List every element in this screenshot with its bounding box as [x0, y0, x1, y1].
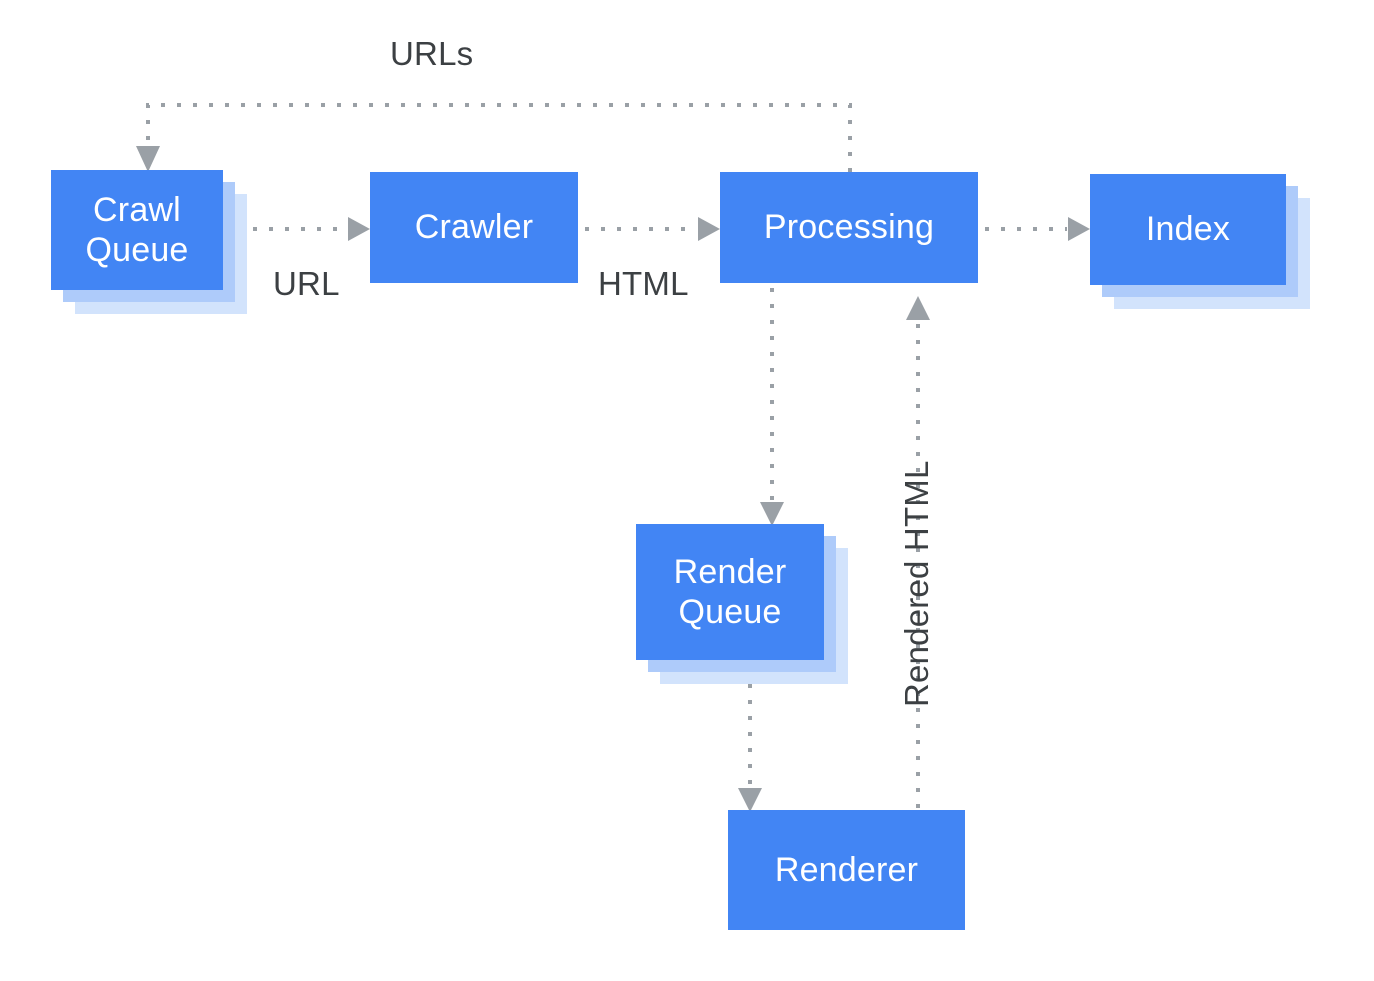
arrowhead-down-renderer — [738, 788, 762, 812]
node-crawl-queue-label: Crawl Queue — [85, 190, 189, 269]
edge-crawl-queue-to-crawler — [253, 217, 370, 241]
node-processing-label: Processing — [763, 208, 935, 247]
edge-label-urls: URLs — [390, 35, 474, 72]
node-crawl-queue[interactable]: Crawl Queue — [51, 170, 223, 290]
node-crawler-label: Crawler — [414, 208, 534, 247]
edge-processing-to-index — [985, 217, 1090, 241]
node-render-queue[interactable]: Render Queue — [636, 524, 824, 660]
arrowhead-up-processing — [906, 296, 930, 320]
node-processing[interactable]: Processing — [720, 172, 978, 283]
edge-render-queue-to-renderer — [738, 668, 762, 812]
arrowhead-right-processing — [698, 217, 720, 241]
arrowhead-down-crawl-queue — [136, 146, 160, 172]
node-render-queue-label: Render Queue — [673, 552, 787, 631]
edge-processing-to-render-queue — [760, 288, 784, 526]
edge-label-url: URL — [273, 265, 340, 302]
edge-crawler-to-processing — [585, 217, 720, 241]
arrowhead-down-render-queue — [760, 502, 784, 526]
arrowhead-right-index — [1068, 217, 1090, 241]
node-index[interactable]: Index — [1090, 174, 1286, 285]
node-renderer-label: Renderer — [774, 850, 919, 889]
edge-label-html: HTML — [598, 265, 689, 302]
node-renderer[interactable]: Renderer — [728, 810, 965, 930]
edge-label-rendered-html: Rendered HTML — [898, 460, 935, 707]
edge-processing-to-crawl-queue — [136, 103, 852, 172]
node-crawler[interactable]: Crawler — [370, 172, 578, 283]
node-index-label: Index — [1145, 210, 1231, 249]
arrowhead-right-crawler — [348, 217, 370, 241]
